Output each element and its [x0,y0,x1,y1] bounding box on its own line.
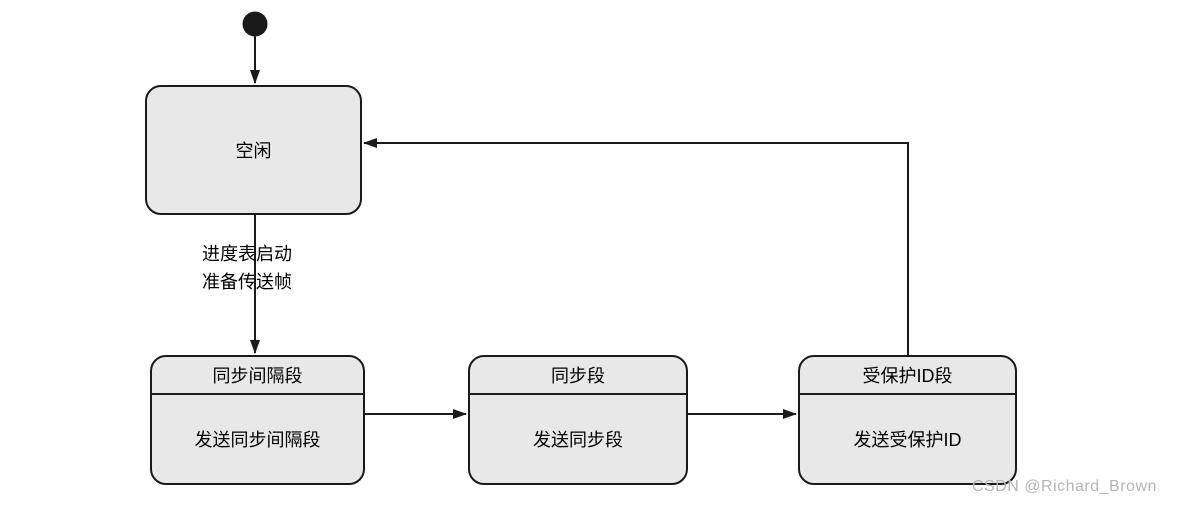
state-protected-id-field: 受保护ID段 发送受保护ID [798,355,1017,485]
state-sync-field-title: 同步段 [470,357,686,395]
transition-label-idle-to-sync-break: 进度表启动 准备传送帧 [202,240,292,296]
state-sync-field-action: 发送同步段 [533,430,623,450]
state-sync-field: 同步段 发送同步段 [468,355,688,485]
state-sync-break-field-action: 发送同步间隔段 [194,430,321,450]
state-idle: 空闲 [145,85,362,215]
initial-state-dot [242,11,268,37]
transition-label-line1: 进度表启动 [202,244,292,264]
state-protected-id-field-title: 受保护ID段 [800,357,1015,395]
csdn-watermark: CSDN @Richard_Brown [972,478,1157,495]
edge-protected-id-to-idle [363,138,909,355]
state-sync-break-field-title: 同步间隔段 [152,357,363,395]
state-idle-label: 空闲 [235,141,272,161]
state-sync-break-field: 同步间隔段 发送同步间隔段 [150,355,365,485]
state-protected-id-field-action: 发送受保护ID [853,430,962,450]
transition-label-line2: 准备传送帧 [202,272,292,292]
